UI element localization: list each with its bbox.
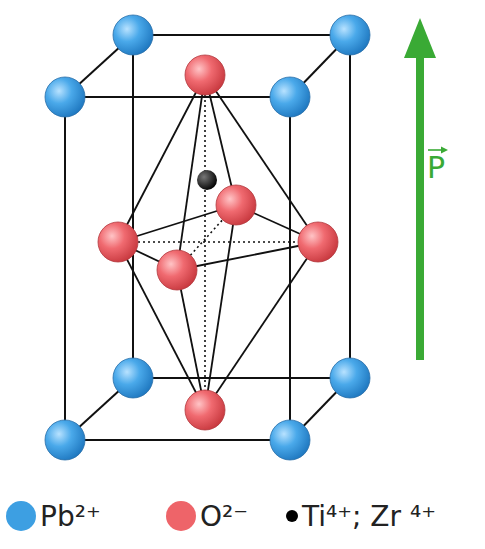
- legend-label: Ti⁴⁺; Zr ⁴⁺: [302, 500, 436, 533]
- legend-entry: O²⁻: [166, 498, 248, 534]
- cell-frame: [65, 35, 350, 440]
- legend-entry: Ti⁴⁺; Zr ⁴⁺: [286, 498, 436, 534]
- legend-label: O²⁻: [200, 500, 248, 533]
- octahedron-axes: [118, 75, 318, 410]
- o-atoms: [98, 55, 338, 430]
- legend-label: Pb²⁺: [40, 500, 101, 533]
- legend-entry: Pb²⁺: [6, 498, 101, 534]
- ti-atom: [197, 170, 217, 190]
- octahedron-edges: [118, 75, 318, 410]
- pb-atoms: [45, 15, 370, 460]
- legend-swatch: [6, 501, 36, 531]
- legend-swatch: [166, 501, 196, 531]
- vector-label: P: [427, 150, 445, 185]
- legend-swatch: [286, 510, 298, 522]
- polarization-arrow: [404, 18, 436, 360]
